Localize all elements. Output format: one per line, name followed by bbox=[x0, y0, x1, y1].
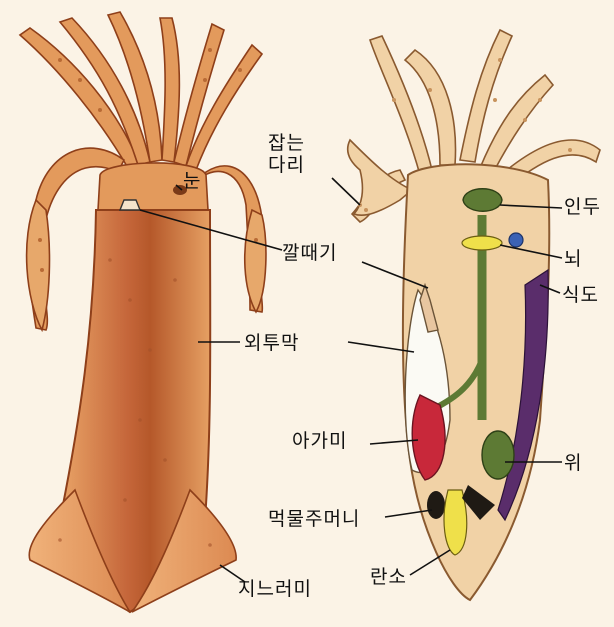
internal-squid bbox=[332, 30, 600, 600]
label-ink-sac: 먹물주머니 bbox=[268, 508, 360, 530]
ink-sac-organ bbox=[427, 491, 445, 519]
label-grab-arm: 잡는 다리 bbox=[268, 132, 305, 176]
pharynx-organ bbox=[463, 189, 502, 212]
external-squid bbox=[20, 12, 266, 612]
label-fin: 지느러미 bbox=[238, 578, 312, 600]
funnel-mark bbox=[120, 200, 140, 210]
label-stomach: 위 bbox=[564, 452, 582, 474]
statocyst bbox=[509, 233, 523, 247]
label-funnel: 깔때기 bbox=[282, 242, 337, 264]
ovary-organ bbox=[444, 490, 467, 555]
label-eye: 눈 bbox=[183, 170, 201, 192]
label-mantle: 외투막 bbox=[244, 332, 299, 354]
stomach-organ bbox=[482, 431, 514, 479]
brain-organ bbox=[462, 236, 502, 250]
label-esophagus: 식도 bbox=[562, 284, 599, 306]
label-brain: 뇌 bbox=[564, 248, 582, 270]
label-gill: 아가미 bbox=[292, 430, 347, 452]
label-pharynx: 인두 bbox=[564, 196, 601, 218]
label-ovary: 란소 bbox=[370, 566, 407, 588]
